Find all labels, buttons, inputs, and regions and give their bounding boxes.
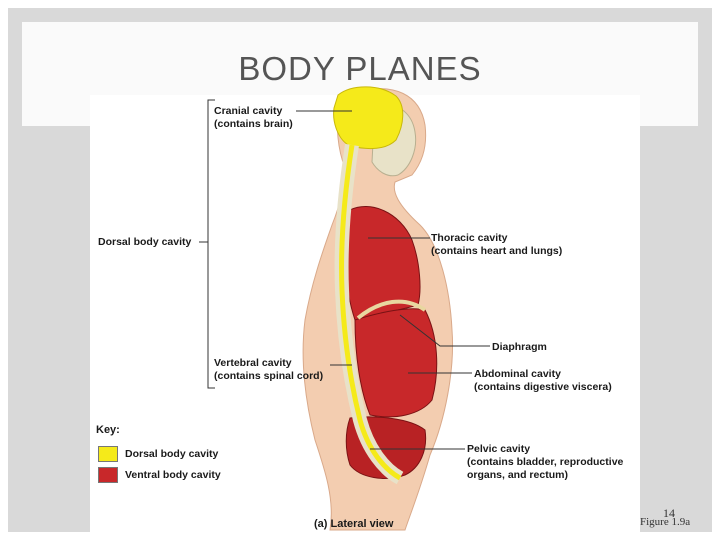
vertebral-label-2: (contains spinal cord) [214, 370, 324, 382]
diaphragm-label: Diaphragm [492, 341, 547, 353]
pelvic-label-1: Pelvic cavity [467, 443, 531, 455]
thoracic-label-2: (contains heart and lungs) [431, 245, 563, 257]
key-label-dorsal: Dorsal body cavity [125, 448, 219, 460]
key-swatch-ventral [98, 467, 118, 483]
thoracic-label-1: Thoracic cavity [431, 232, 508, 244]
key-swatch-dorsal [98, 446, 118, 462]
cranial-cavity [333, 86, 404, 149]
vertebral-label-1: Vertebral cavity [214, 357, 292, 369]
figure-reference: Figure 1.9a [640, 516, 691, 528]
dorsal-label: Dorsal body cavity [98, 236, 192, 248]
abdominal-label-1: Abdominal cavity [474, 368, 561, 380]
dorsal-bracket [207, 99, 215, 389]
cranial-label-1: Cranial cavity [214, 105, 283, 117]
page-number: 14 [663, 506, 675, 520]
figure-caption: (a) Lateral view [314, 518, 394, 530]
key-label-ventral: Ventral body cavity [125, 469, 221, 481]
diaphragm [356, 299, 427, 320]
abdominal-cavity [354, 308, 438, 418]
pelvic-label-2: (contains bladder, reproductive [467, 456, 624, 468]
key-title: Key: [96, 424, 120, 436]
cranial-label-2: (contains brain) [214, 118, 293, 130]
abdominal-label-2: (contains digestive viscera) [474, 381, 612, 393]
pelvic-label-3: organs, and rectum) [467, 469, 568, 481]
diaphragm-leader [399, 314, 490, 347]
slide-title: BODY PLANES [238, 50, 482, 87]
